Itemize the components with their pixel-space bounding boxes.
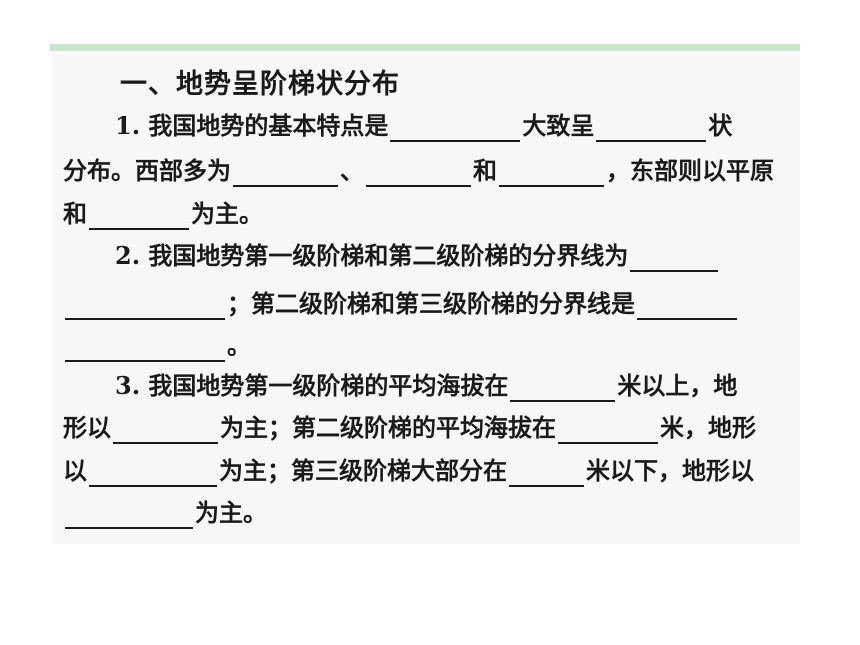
answer-blank[interactable] [510,374,616,402]
answer-blank[interactable] [637,292,737,320]
top-divider [50,44,800,51]
q3-line-3: 以为主；第三级阶梯大部分在米以下，地形以 [63,456,754,487]
q1-line-2: 分布。西部多为、和，东部则以平原 [63,156,774,187]
answer-blank[interactable] [89,459,217,487]
q1-line-1: 1. 我国地势的基本特点是大致呈状 [115,111,733,142]
answer-blank[interactable] [558,416,658,444]
answer-blank[interactable] [89,202,189,230]
q1-line-3: 和为主。 [63,199,263,230]
worksheet-scan [52,54,800,544]
answer-blank[interactable] [113,416,218,444]
q3-line-2: 形以为主；第二级阶梯的平均海拔在米，地形 [63,413,756,444]
answer-blank[interactable] [65,292,225,320]
q3-line-4: 为主。 [63,497,267,529]
q2-line-3: 。 [63,330,251,362]
answer-blank[interactable] [366,159,471,187]
answer-blank[interactable] [65,501,193,529]
answer-blank[interactable] [499,159,604,187]
answer-blank[interactable] [233,159,338,187]
answer-blank[interactable] [390,114,521,142]
q2-line-1: 2. 我国地势第一级阶梯和第二级阶梯的分界线为 [115,240,720,272]
answer-blank[interactable] [65,334,225,362]
answer-blank[interactable] [596,114,707,142]
q2-line-2: ；第二级阶梯和第三级阶梯的分界线是 [63,288,739,320]
answer-blank[interactable] [509,459,584,487]
section-heading: 一、地势呈阶梯状分布 [120,69,400,100]
answer-blank[interactable] [630,244,719,272]
q3-line-1: 3. 我国地势第一级阶梯的平均海拔在米以上，地 [115,371,738,402]
